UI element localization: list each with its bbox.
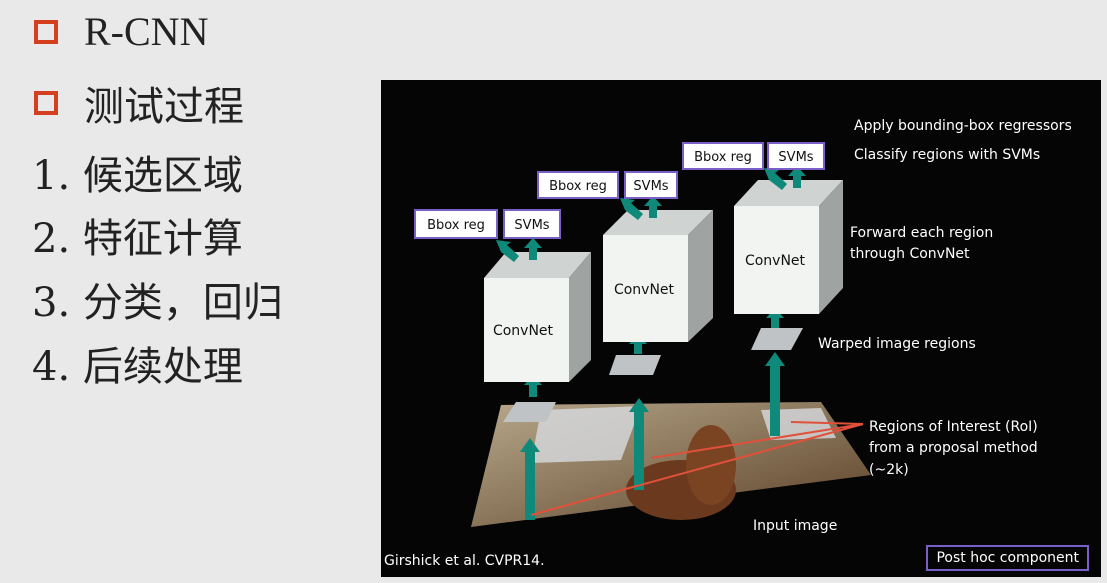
region-overlay	[531, 406, 641, 463]
warped-region	[751, 328, 803, 350]
bullet-test-process-text: 测试过程	[84, 84, 244, 129]
convnet-label-1: ConvNet	[493, 323, 554, 339]
arrow-up	[765, 352, 785, 366]
posthoc-label: Post hoc component	[926, 545, 1089, 571]
annotation-forward-1: Forward each region	[850, 225, 993, 241]
bullet-rcnn-text: R-CNN	[84, 9, 209, 54]
svms-label: SVMs	[633, 179, 668, 194]
warped-region	[609, 355, 661, 375]
bbox-reg-label: Bbox reg	[549, 179, 607, 194]
warped-region	[503, 402, 556, 422]
arrow-up	[634, 410, 644, 490]
annotation-roi-1: Regions of Interest (RoI)	[869, 419, 1038, 435]
step-3: 3. 分类，回归	[32, 280, 283, 326]
arrow-up	[770, 364, 780, 436]
arrow-up	[629, 398, 649, 412]
convnet-label-2: ConvNet	[614, 282, 675, 298]
arrow-up	[529, 383, 537, 397]
annotation-apply-regressors: Apply bounding-box regressors	[854, 118, 1072, 134]
annotation-warped: Warped image regions	[818, 336, 976, 352]
convnet-cube-2	[603, 210, 713, 342]
annotation-input-image: Input image	[753, 518, 837, 534]
annotation-roi-3: (~2k)	[869, 462, 909, 478]
bullet-test-process: 测试过程	[34, 74, 244, 132]
svms-label: SVMs	[514, 218, 549, 233]
convnet-cube-3	[734, 180, 843, 314]
convnet-label-3: ConvNet	[745, 253, 806, 269]
svms-label: SVMs	[778, 150, 813, 165]
rcnn-diagram: ConvNet ConvNet ConvNet Bbox reg SVMs Bb…	[414, 118, 1072, 534]
arrow-up	[771, 316, 779, 328]
annotation-roi-2: from a proposal method	[869, 440, 1038, 456]
bbox-reg-label: Bbox reg	[694, 150, 752, 165]
step-4: 4. 后续处理	[32, 344, 243, 390]
step-2: 2. 特征计算	[32, 216, 243, 262]
rcnn-figure: ConvNet ConvNet ConvNet Bbox reg SVMs Bb…	[381, 80, 1101, 577]
checkbox-icon	[34, 91, 58, 115]
bbox-svm-group-3: Bbox reg SVMs	[682, 142, 825, 170]
step-1: 1. 候选区域	[32, 153, 243, 199]
bbox-svm-group-2: Bbox reg SVMs	[537, 171, 678, 199]
arrow-up	[520, 438, 540, 452]
arrow-up	[525, 450, 535, 520]
checkbox-icon	[34, 19, 58, 44]
convnet-cube-1	[484, 252, 591, 382]
output-arrows	[496, 166, 806, 262]
roi-pointer-lines	[530, 421, 864, 516]
citation: Girshick et al. CVPR14.	[384, 553, 545, 569]
arrow-up	[634, 342, 642, 354]
bbox-reg-label: Bbox reg	[427, 218, 485, 233]
annotation-classify: Classify regions with SVMs	[854, 147, 1040, 163]
bbox-svm-group-1: Bbox reg SVMs	[414, 209, 561, 239]
annotation-forward-2: through ConvNet	[850, 246, 970, 262]
bullet-rcnn: R-CNN	[34, 8, 208, 55]
